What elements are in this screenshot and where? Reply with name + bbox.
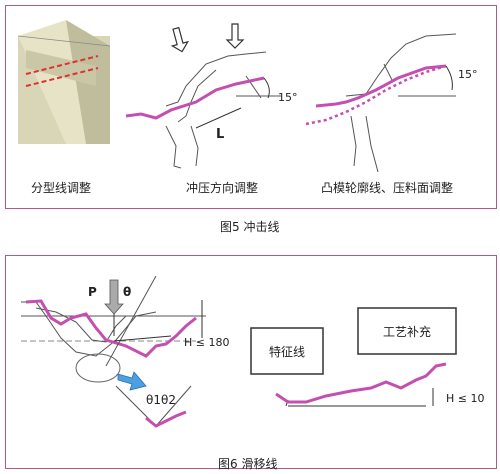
- sub-caption-stamping-direction: 冲压方向调整: [186, 181, 259, 195]
- feature-line-label: 特征线: [269, 344, 305, 359]
- slip-line-diagram: P θ H ≤ 180 θ1θ2: [21, 275, 229, 428]
- force-label-p: P: [88, 285, 97, 299]
- angle-label-theta: θ: [123, 285, 131, 299]
- figure6-caption: 图6 滑移线: [218, 457, 278, 471]
- punch-contour-diagram: 15°: [305, 33, 478, 173]
- process-supplement-box: [357, 307, 457, 355]
- angle-label-right: 15°: [458, 68, 478, 81]
- process-supplement-label: 工艺补充: [383, 324, 431, 339]
- figure5-caption: 图5 冲击线: [220, 220, 280, 234]
- figure6-panel: P θ H ≤ 180 θ1θ2 特征线 工艺补充 H ≤ 10: [5, 255, 497, 469]
- height-limit-10: H ≤ 10: [446, 392, 484, 405]
- sub-caption-punch-contour: 凸模轮廓线、压料面调整: [321, 181, 454, 195]
- figure5-diagram: L 15° 15°: [17, 20, 478, 173]
- height-limit-180: H ≤ 180: [184, 336, 229, 349]
- angle-label-theta12: θ1θ2: [146, 393, 176, 407]
- stamping-direction-diagram: L 15°: [125, 23, 298, 169]
- figure6-diagram: P θ H ≤ 180 θ1θ2 特征线 工艺补充 H ≤ 10: [21, 275, 484, 428]
- angle-label-left: 15°: [278, 91, 298, 104]
- feature-line-box: [250, 327, 324, 375]
- sub-caption-parting-line: 分型线调整: [31, 181, 92, 195]
- feature-line-diagram: 特征线 工艺补充 H ≤ 10: [250, 307, 484, 407]
- length-label: L: [216, 127, 224, 142]
- figure5-panel: L 15° 15° 分型线调整 冲压方向调整 凸模轮廓线、压料面调整: [5, 5, 497, 209]
- die-model-illustration: [17, 20, 111, 144]
